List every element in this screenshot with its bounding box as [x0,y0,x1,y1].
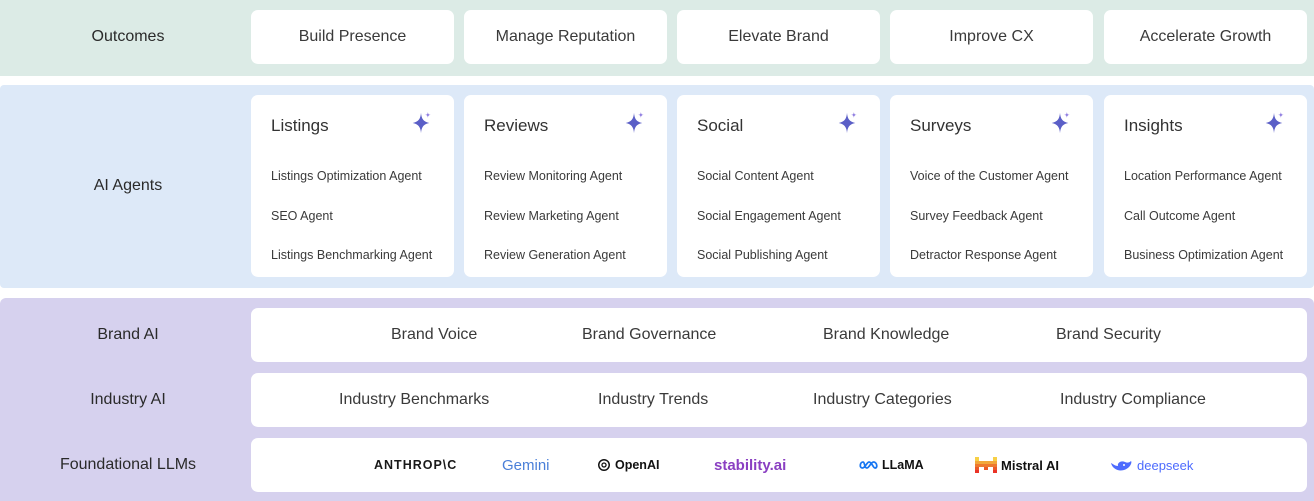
agent-item: SEO Agent [271,209,333,223]
sparkle-icon [1265,112,1284,134]
deepseek-logo: deepseek [1109,438,1193,492]
industry-ai-item: Industry Compliance [1060,391,1206,408]
agent-item: Business Optimization Agent [1124,248,1284,262]
agent-item: Review Monitoring Agent [484,169,623,183]
row-label-outcomes: Outcomes [91,28,165,45]
row-label-ai-agents: AI Agents [93,177,163,194]
agent-card-title: Reviews [484,116,549,135]
brand-ai-item: Brand Voice [391,326,478,343]
agent-card-listings: Listings Listings Optimization Agent SEO… [251,95,454,277]
agent-card-title: Social [697,116,744,135]
llm-name: Mistral AI [1001,457,1060,473]
industry-ai-item: Industry Benchmarks [339,391,490,408]
agent-card-title: Listings [271,116,329,135]
outcome-manage-reputation: Manage Reputation [464,10,667,64]
industry-ai-card: Industry Benchmarks Industry Trends Indu… [251,373,1307,427]
sparkle-icon [625,112,644,134]
industry-ai-item: Industry Categories [813,391,952,408]
agent-item: Review Generation Agent [484,248,626,262]
llm-name: OpenAI [615,458,660,472]
sparkle-icon [1051,112,1070,134]
agent-item: Location Performance Agent [1124,169,1282,183]
stability-ai-logo: stability.ai [714,438,786,492]
agent-item: Listings Optimization Agent [271,169,422,183]
brand-ai-item: Brand Knowledge [823,326,950,343]
mistral-ai-logo: Mistral AI [975,438,1059,492]
agent-item: Listings Benchmarking Agent [271,248,433,262]
agent-item: Call Outcome Agent [1124,209,1236,223]
gemini-logo: Gemini [502,438,550,492]
anthropic-logo: ANTHROP\C [374,438,457,492]
foundational-llms-card: ANTHROP\C Gemini OpenAI stability.ai LLa… [251,438,1307,492]
agent-card-title: Insights [1124,116,1183,135]
agent-item: Survey Feedback Agent [910,209,1043,223]
outcome-build-presence: Build Presence [251,10,454,64]
agent-card-surveys: Surveys Voice of the Customer Agent Surv… [890,95,1093,277]
llm-name: stability.ai [714,456,787,474]
agent-item: Voice of the Customer Agent [910,169,1069,183]
mistral-icon [975,457,997,473]
deepseek-whale-icon [1111,461,1132,471]
agent-card-reviews: Reviews Review Monitoring Agent Review M… [464,95,667,277]
llm-name: ANTHROP\C [374,458,458,472]
agent-item: Detractor Response Agent [910,248,1057,262]
agent-item: Review Marketing Agent [484,209,619,223]
agent-card-title: Surveys [910,116,972,135]
llama-logo: LLaMA [858,438,924,492]
row-label-foundational-llms: Foundational LLMs [59,456,197,473]
agent-item: Social Publishing Agent [697,248,828,262]
row-label-brand-ai: Brand AI [97,326,159,343]
openai-logo: OpenAI [597,438,659,492]
llm-name: Gemini [502,456,550,474]
brand-ai-item: Brand Security [1056,326,1161,343]
agent-item: Social Engagement Agent [697,209,841,223]
row-label-industry-ai: Industry AI [90,391,166,408]
sparkle-icon [838,112,857,134]
agent-card-social: Social Social Content Agent Social Engag… [677,95,880,277]
agent-item: Social Content Agent [697,169,814,183]
outcome-improve-cx: Improve CX [890,10,1093,64]
outcome-elevate-brand: Elevate Brand [677,10,880,64]
outcome-accelerate-growth: Accelerate Growth [1104,10,1307,64]
llm-name: deepseek [1137,457,1194,473]
industry-ai-item: Industry Trends [598,391,709,408]
brand-ai-card: Brand Voice Brand Governance Brand Knowl… [251,308,1307,362]
openai-icon [598,459,610,471]
brand-ai-item: Brand Governance [582,326,717,343]
sparkle-icon [412,112,431,134]
llm-name: LLaMA [882,458,924,472]
agent-card-insights: Insights Location Performance Agent Call… [1104,95,1307,277]
meta-infinity-icon [859,461,878,469]
